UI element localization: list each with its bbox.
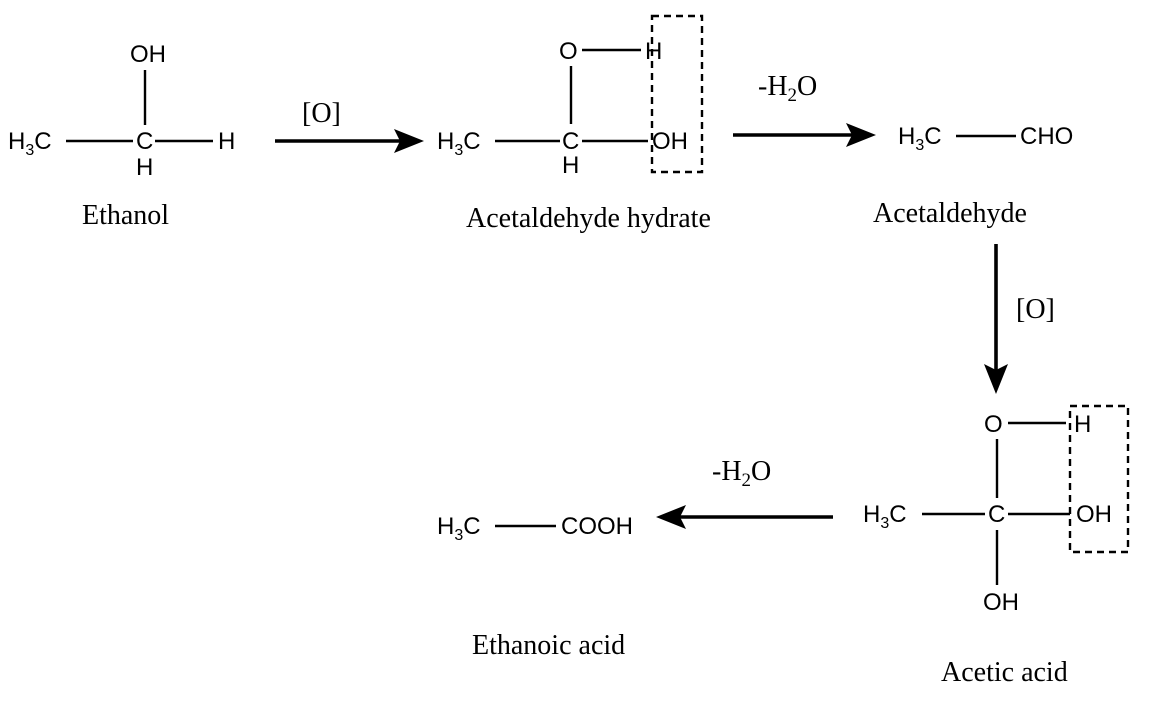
- arrow-oxidation-1: [275, 129, 424, 153]
- hydrate-ch3-label: H3C: [437, 128, 481, 159]
- ethanol-c-label: C: [136, 128, 153, 155]
- ethanol-ch3-label: H3C: [8, 128, 52, 159]
- ethanol-caption: Ethanol: [82, 200, 169, 231]
- acetic-c-label: C: [988, 501, 1005, 528]
- step2-reagent: -H2O: [758, 71, 817, 106]
- acetaldehyde-structure: H3C CHO: [898, 123, 1073, 154]
- arrow-4-head: [656, 505, 686, 529]
- ethanol-h-bottom-label: H: [136, 154, 153, 181]
- hydrate-h-bottom-label: H: [562, 152, 579, 179]
- ethanoic-cooh-label: COOH: [561, 513, 633, 540]
- acetaldehyde-caption: Acetaldehyde: [873, 198, 1027, 229]
- step4-reagent: -H2O: [712, 456, 771, 491]
- hydrate-o-label: O: [559, 38, 578, 65]
- ethanoic-caption: Ethanoic acid: [472, 630, 625, 661]
- arrow-1-head: [394, 129, 424, 153]
- acetic-structure: O H H3C C OH OH: [863, 404, 1130, 616]
- hydrate-oh-label: OH: [652, 128, 688, 155]
- acetaldehyde-ch3-label: H3C: [898, 123, 942, 154]
- ethanol-oh-label: OH: [130, 41, 166, 68]
- acetic-water-box: [1068, 404, 1130, 554]
- arrow-2-head: [846, 123, 876, 147]
- arrow-oxidation-2: [984, 244, 1008, 394]
- acetic-ch3-label: H3C: [863, 501, 907, 532]
- ethanol-structure: OH H3C C H H: [8, 41, 235, 181]
- arrow-dehydration-2: [656, 505, 833, 529]
- hydrate-h-top-label: H: [645, 38, 662, 65]
- acetic-h-top-label: H: [1074, 411, 1091, 438]
- step1-reagent: [O]: [302, 98, 341, 129]
- arrow-dehydration-1: [733, 123, 876, 147]
- step3-reagent: [O]: [1016, 294, 1055, 325]
- ethanoic-structure: H3C COOH: [437, 513, 633, 544]
- ethanoic-ch3-label: H3C: [437, 513, 481, 544]
- ethanol-h-right-label: H: [218, 128, 235, 155]
- hydrate-water-box: [650, 14, 704, 174]
- acetaldehyde-cho-label: CHO: [1020, 123, 1073, 150]
- hydrate-c-label: C: [562, 128, 579, 155]
- hydrate-caption: Acetaldehyde hydrate: [466, 203, 711, 234]
- acetic-oh-right-label: OH: [1076, 501, 1112, 528]
- hydrate-structure: O H H3C C OH H: [437, 14, 704, 179]
- acetic-oh-bottom-label: OH: [983, 589, 1019, 616]
- acetic-caption: Acetic acid: [941, 657, 1068, 688]
- acetic-o-label: O: [984, 411, 1003, 438]
- arrow-3-head: [984, 364, 1008, 394]
